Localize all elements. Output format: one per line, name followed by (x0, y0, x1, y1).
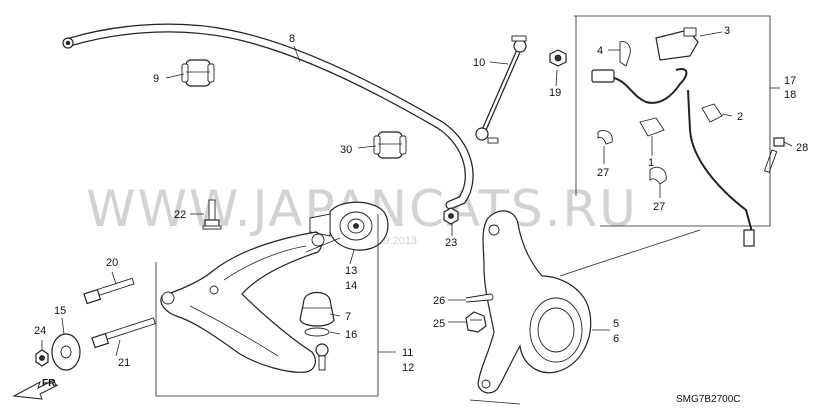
part-label-12[interactable]: 12 (402, 362, 414, 374)
part-label-24[interactable]: 24 (34, 325, 46, 337)
part-label-15[interactable]: 15 (54, 305, 66, 317)
stabilizer-bar[interactable] (62, 23, 474, 210)
part-label-3[interactable]: 3 (724, 25, 730, 37)
bolt-20[interactable] (83, 277, 135, 305)
part-label-8[interactable]: 8 (289, 33, 295, 45)
part-label-2[interactable]: 2 (737, 111, 743, 123)
part-label-23[interactable]: 23 (445, 237, 457, 249)
part-label-13[interactable]: 13 (345, 265, 357, 277)
front-direction-arrow: FR. (12, 378, 58, 400)
nut-23[interactable] (443, 207, 459, 225)
direction-label: FR. (42, 378, 58, 389)
part-label-6[interactable]: 6 (613, 333, 619, 345)
part-label-27-lower[interactable]: 27 (653, 201, 665, 213)
sensor-clip-2[interactable] (701, 103, 723, 123)
castle-nut[interactable] (465, 311, 487, 333)
sensor-clip-4[interactable] (619, 41, 631, 67)
compliance-bushing[interactable] (309, 201, 389, 251)
ball-joint-boot[interactable] (299, 291, 335, 327)
lower-arm-group-bracket (155, 214, 379, 397)
bolt-22[interactable] (202, 199, 222, 230)
part-label-14[interactable]: 14 (345, 280, 357, 292)
part-label-18[interactable]: 18 (784, 89, 796, 101)
stabilizer-bushing-upper[interactable] (181, 59, 215, 87)
knuckle[interactable] (477, 210, 592, 394)
part-label-11[interactable]: 11 (402, 347, 413, 359)
leader-lines (41, 31, 793, 357)
sensor-clip-1[interactable] (639, 117, 665, 137)
wheel-sensor-bracket[interactable] (655, 27, 699, 61)
lower-arm[interactable] (160, 231, 325, 373)
sensor-connector[interactable] (591, 69, 615, 83)
nut-19[interactable] (549, 49, 567, 67)
part-label-30[interactable]: 30 (340, 144, 352, 156)
nut-24[interactable] (35, 349, 49, 367)
stabilizer-bushing-lower[interactable] (373, 131, 407, 159)
part-label-27-upper[interactable]: 27 (597, 167, 609, 179)
sensor-group-bracket (574, 15, 771, 227)
part-label-22[interactable]: 22 (174, 209, 186, 221)
part-label-17[interactable]: 17 (784, 75, 796, 87)
part-label-21[interactable]: 21 (118, 357, 130, 369)
part-label-19[interactable]: 19 (549, 87, 561, 99)
part-label-16[interactable]: 16 (345, 329, 357, 341)
stabilizer-link[interactable] (475, 35, 527, 144)
sensor-clip-27-upper[interactable] (597, 130, 613, 145)
diagram-code: SMG7B2700C (676, 394, 740, 405)
part-label-20[interactable]: 20 (106, 257, 118, 269)
part-label-5[interactable]: 5 (613, 318, 619, 330)
part-label-26[interactable]: 26 (433, 295, 445, 307)
part-label-4[interactable]: 4 (597, 45, 603, 57)
part-label-25[interactable]: 25 (433, 318, 445, 330)
part-label-7[interactable]: 7 (345, 311, 351, 323)
adjusting-washer[interactable] (51, 333, 81, 371)
ball-joint-stud[interactable] (315, 343, 329, 371)
part-label-1[interactable]: 1 (648, 157, 654, 169)
part-label-28[interactable]: 28 (796, 142, 808, 154)
ball-joint-clip[interactable] (304, 327, 330, 337)
part-label-10[interactable]: 10 (473, 57, 485, 69)
sensor-harness[interactable] (613, 68, 755, 247)
bolt-21[interactable] (91, 317, 156, 349)
sensor-clip-27-lower[interactable] (649, 166, 667, 185)
cotter-pin[interactable] (465, 293, 494, 303)
part-labels: 8 9 30 10 19 3 4 17 18 2 1 27 27 28 22 2… (34, 25, 808, 374)
sensor-bolt-28[interactable] (763, 137, 785, 173)
part-label-9[interactable]: 9 (153, 73, 159, 85)
